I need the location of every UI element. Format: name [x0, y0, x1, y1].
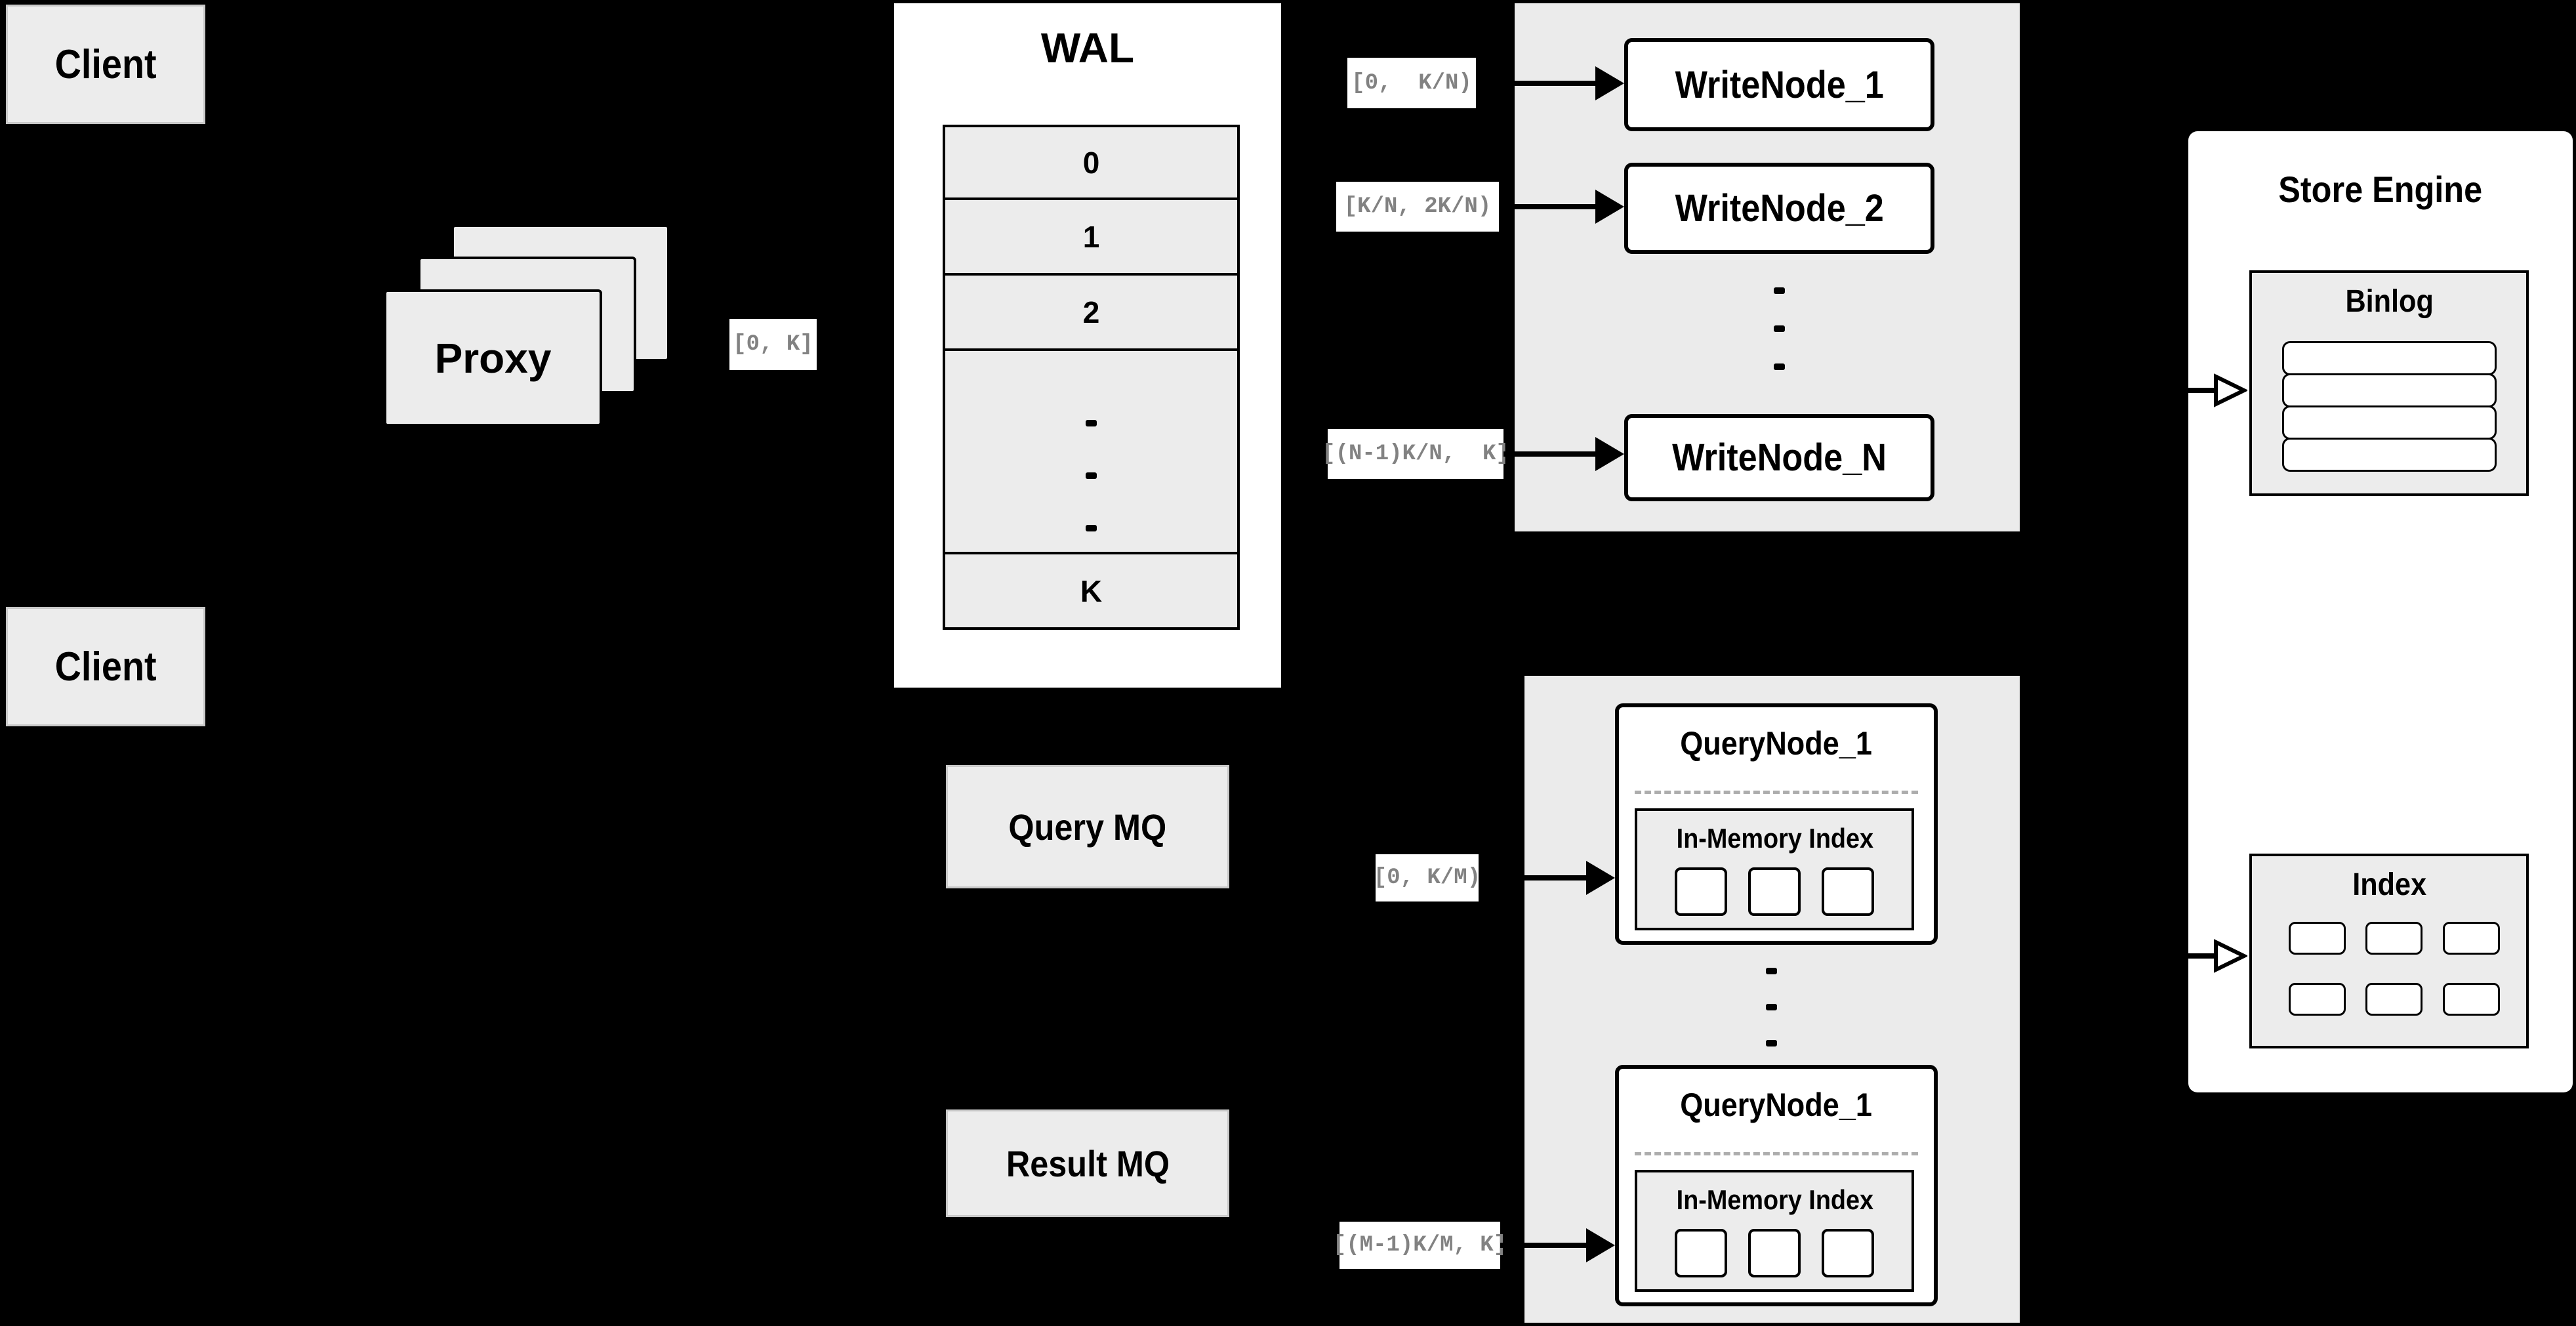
query-node-bottom-title-wrap: QueryNode_1 [1615, 1077, 1938, 1133]
query-mq-label: Query MQ [1008, 806, 1167, 848]
write-band-dot-3 [1774, 363, 1785, 370]
query-band-dot-3 [1766, 1040, 1777, 1046]
query-node-top-title: QueryNode_1 [1680, 725, 1873, 762]
open-arrow-to-binlog [2188, 373, 2247, 407]
query-band-dot-1 [1766, 968, 1777, 974]
wal-title-wrap: WAL [894, 22, 1281, 74]
query-node-bottom-separator [1635, 1152, 1918, 1155]
wal-row-dots [945, 351, 1237, 554]
wal-row-1: 1 [945, 200, 1237, 276]
memory-cell [1748, 1229, 1801, 1277]
client-top-label: Client [54, 41, 157, 87]
write-node-1-label: WriteNode_1 [1675, 63, 1884, 106]
index-cell [2365, 983, 2423, 1016]
query-mq-box: Query MQ [946, 765, 1229, 888]
index-cell [2443, 983, 2500, 1016]
store-engine-title-wrap: Store Engine [2188, 163, 2573, 215]
range-label-proxy-wal: [0, K] [729, 319, 817, 370]
range-label-writenode-1: [0, K/N) [1347, 58, 1476, 108]
client-bottom-box: Client [6, 607, 205, 726]
binlog-row [2282, 341, 2497, 375]
query-node-top-memory-title-wrap: In-Memory Index [1637, 818, 1913, 860]
binlog-title: Binlog [2345, 283, 2434, 319]
memory-cell [1675, 867, 1727, 916]
range-label-writenode-2: [K/N, 2K/N) [1336, 182, 1499, 232]
range-label-writenode-n: [(N-1)K/N, K] [1322, 429, 1509, 479]
write-band-dot-1 [1774, 287, 1785, 294]
wal-dot-1 [1086, 420, 1097, 426]
write-band-dot-2 [1774, 325, 1785, 332]
client-top-box: Client [6, 5, 205, 124]
query-node-top-memory-title: In-Memory Index [1676, 823, 1874, 854]
binlog-row [2282, 373, 2497, 407]
wal-title: WAL [1040, 24, 1135, 72]
index-cell [2365, 922, 2423, 955]
index-box: Index [2249, 854, 2529, 1048]
memory-cell [1822, 867, 1874, 916]
wal-dot-2 [1086, 472, 1097, 479]
result-mq-label: Result MQ [1006, 1142, 1170, 1184]
write-node-1-box: WriteNode_1 [1624, 38, 1934, 131]
binlog-box: Binlog [2249, 270, 2529, 496]
arrow-to-write-node-n [1503, 437, 1624, 471]
query-node-bottom-memory-title-wrap: In-Memory Index [1637, 1179, 1913, 1221]
result-mq-box: Result MQ [946, 1109, 1229, 1217]
wal-row-0: 0 [945, 127, 1237, 200]
open-arrow-to-index [2188, 939, 2247, 973]
query-node-bottom-title: QueryNode_1 [1680, 1087, 1873, 1123]
wal-row-k: K [945, 554, 1237, 627]
proxy-label: Proxy [434, 334, 552, 382]
range-label-querynode-m: [(M-1)K/M, K] [1333, 1222, 1507, 1269]
memory-cell [1822, 1229, 1874, 1277]
index-cell [2443, 922, 2500, 955]
write-node-2-box: WriteNode_2 [1624, 163, 1934, 254]
wal-panel: WAL 0 1 2 K [894, 3, 1281, 688]
arrow-to-write-node-2 [1499, 190, 1624, 224]
memory-cell [1748, 867, 1801, 916]
store-engine-title: Store Engine [2278, 168, 2483, 210]
arrow-to-query-node-top [1479, 861, 1615, 895]
arrow-to-query-node-bottom [1500, 1228, 1615, 1262]
client-bottom-label: Client [54, 644, 157, 690]
index-title: Index [2352, 867, 2427, 902]
write-node-n-label: WriteNode_N [1672, 436, 1887, 479]
memory-cell [1675, 1229, 1727, 1277]
index-cell [2289, 922, 2346, 955]
proxy-card-front: Proxy [384, 289, 602, 426]
wal-table: 0 1 2 K [943, 125, 1240, 630]
wal-dot-3 [1086, 525, 1097, 531]
write-node-n-box: WriteNode_N [1624, 414, 1934, 501]
query-node-top-separator [1635, 791, 1918, 794]
index-title-wrap: Index [2252, 863, 2527, 906]
binlog-row [2282, 438, 2497, 472]
binlog-row [2282, 405, 2497, 440]
index-cell [2289, 983, 2346, 1016]
wal-row-2: 2 [945, 276, 1237, 351]
query-band-dot-2 [1766, 1004, 1777, 1010]
query-node-bottom-memory-title: In-Memory Index [1676, 1184, 1874, 1215]
arrow-to-write-node-1 [1476, 66, 1624, 100]
range-label-querynode-1: [0, K/M) [1374, 854, 1481, 901]
write-node-2-label: WriteNode_2 [1675, 187, 1884, 230]
query-node-top-title-wrap: QueryNode_1 [1615, 715, 1938, 772]
binlog-title-wrap: Binlog [2252, 280, 2527, 323]
store-engine-panel: Store Engine Binlog Index [2188, 131, 2573, 1092]
